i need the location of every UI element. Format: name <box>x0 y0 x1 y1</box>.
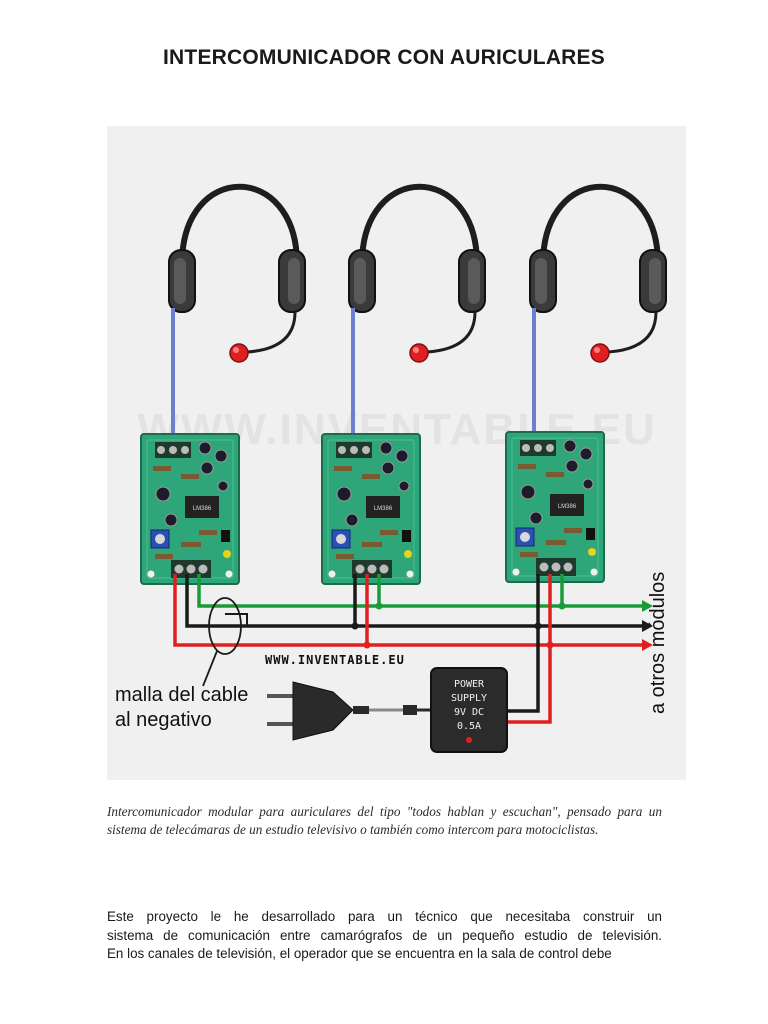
side-label: a otros módulos <box>647 572 669 714</box>
shield-label-line1: malla del cable <box>115 684 248 706</box>
body-line: sistema de comunicación entre camarógraf… <box>107 927 662 943</box>
circuit-board <box>505 431 605 583</box>
power-supply-line2: SUPPLY <box>451 693 487 704</box>
circuit-board <box>140 433 240 585</box>
page-title: INTERCOMUNICADOR CON AURICULARES <box>163 46 605 69</box>
headset-icon <box>530 187 666 362</box>
body-paragraph: Este proyecto le he desarrollado para un… <box>107 908 662 964</box>
shield-label-line2: al negativo <box>115 709 212 731</box>
power-supply-icon: POWER SUPPLY 9V DC 0.5A <box>430 667 508 753</box>
figure-caption: Intercomunicador modular para auriculare… <box>107 804 662 837</box>
headset-icon <box>169 187 305 362</box>
power-supply-line3: 9V DC <box>454 707 484 718</box>
body-line: Este proyecto le he desarrollado para un… <box>107 909 662 924</box>
site-label: WWW.INVENTABLE.EU <box>265 653 405 667</box>
headset-icon <box>349 187 485 362</box>
body-line: En los canales de televisión, el operado… <box>107 946 612 961</box>
power-supply-line1: POWER <box>454 679 485 690</box>
power-plug-icon <box>267 681 417 741</box>
power-supply-line4: 0.5A <box>457 721 481 732</box>
circuit-board <box>321 433 421 585</box>
intercom-diagram: LM386 WWW.INVENTABLE.EU <box>107 126 686 780</box>
